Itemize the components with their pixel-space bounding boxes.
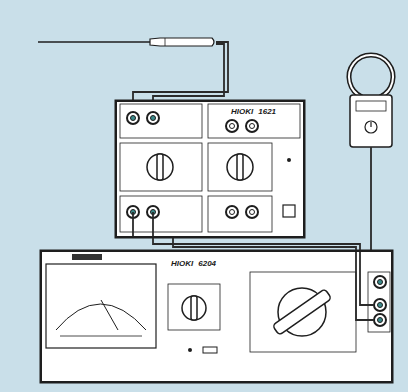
rotary-selector bbox=[272, 289, 331, 336]
probe bbox=[38, 38, 214, 46]
indicator-dot bbox=[287, 158, 291, 162]
recorder-6204-body bbox=[168, 284, 220, 330]
function-knob bbox=[182, 296, 206, 320]
jack bbox=[127, 112, 139, 124]
range-knob bbox=[227, 154, 253, 180]
jack bbox=[127, 112, 258, 218]
input-jack bbox=[378, 280, 383, 285]
unit-1621-body bbox=[208, 104, 300, 138]
model-number: 6204 bbox=[197, 259, 217, 268]
jack bbox=[246, 120, 258, 132]
range-knob bbox=[147, 154, 173, 180]
output-lead bbox=[152, 212, 154, 238]
recorder-6204-body bbox=[40, 250, 393, 383]
jack bbox=[246, 206, 258, 218]
recorder-6204-body bbox=[46, 264, 156, 348]
clamp-sensor bbox=[349, 55, 393, 147]
jack bbox=[131, 116, 136, 121]
model-number: 1621 bbox=[257, 107, 277, 116]
unit-1621-body bbox=[208, 143, 272, 191]
wire-group bbox=[153, 238, 360, 250]
range-knob bbox=[157, 154, 163, 180]
clamp-sensor bbox=[349, 55, 393, 97]
probe bbox=[150, 38, 214, 46]
clamp-sensor bbox=[349, 55, 393, 97]
function-knob bbox=[182, 296, 206, 320]
input-lead bbox=[356, 250, 374, 320]
recorder-6204-body bbox=[101, 300, 118, 330]
clamp-sensor bbox=[365, 121, 377, 133]
indicator-dot bbox=[188, 348, 192, 352]
unit-1621-body bbox=[120, 104, 202, 138]
unit-1621-body bbox=[120, 143, 202, 191]
range-knob bbox=[237, 154, 243, 180]
model-plate bbox=[72, 254, 102, 260]
jack bbox=[151, 116, 156, 121]
unit-1621-body bbox=[208, 196, 272, 232]
clamp-sensor bbox=[350, 95, 392, 147]
jack bbox=[226, 120, 238, 132]
power-button bbox=[283, 205, 295, 217]
input-jack bbox=[374, 276, 386, 326]
jack bbox=[230, 210, 235, 215]
recorder-6204-body bbox=[250, 272, 356, 352]
jack bbox=[147, 112, 159, 124]
recorder-6204-body bbox=[368, 272, 390, 332]
clamp-sensor bbox=[370, 122, 371, 127]
jack bbox=[230, 124, 235, 129]
input-jack bbox=[378, 318, 383, 323]
recorder-6204-body bbox=[56, 304, 146, 330]
clamp-sensor bbox=[356, 101, 386, 111]
brand-label: HIOKI bbox=[230, 107, 254, 116]
recorder-unit: HIOKI6204 bbox=[40, 250, 393, 383]
unit-1621-body bbox=[115, 100, 305, 238]
jack bbox=[226, 206, 238, 218]
recorder-6204-body bbox=[60, 336, 142, 337]
range-knob bbox=[147, 154, 253, 180]
input-jack bbox=[378, 303, 383, 308]
slide-switch bbox=[203, 347, 217, 353]
probe bbox=[38, 41, 150, 43]
function-knob bbox=[191, 296, 197, 320]
input-lead bbox=[360, 250, 374, 305]
input-lead bbox=[356, 250, 374, 320]
brand-label: HIOKI bbox=[170, 259, 194, 268]
input-jack bbox=[374, 299, 386, 311]
input-jack bbox=[374, 314, 386, 326]
rotary-selector bbox=[272, 288, 331, 336]
lead-wire bbox=[153, 238, 360, 250]
meter-unit: HIOKI1621 bbox=[115, 100, 305, 238]
jack bbox=[250, 124, 255, 129]
unit-1621-body bbox=[115, 100, 305, 238]
input-jack bbox=[374, 276, 386, 288]
output-lead bbox=[133, 212, 153, 238]
lead-wire-second bbox=[173, 238, 356, 250]
recorder-6204-body bbox=[40, 250, 393, 383]
probe bbox=[165, 38, 166, 46]
output-lead bbox=[132, 212, 134, 238]
jack bbox=[250, 210, 255, 215]
